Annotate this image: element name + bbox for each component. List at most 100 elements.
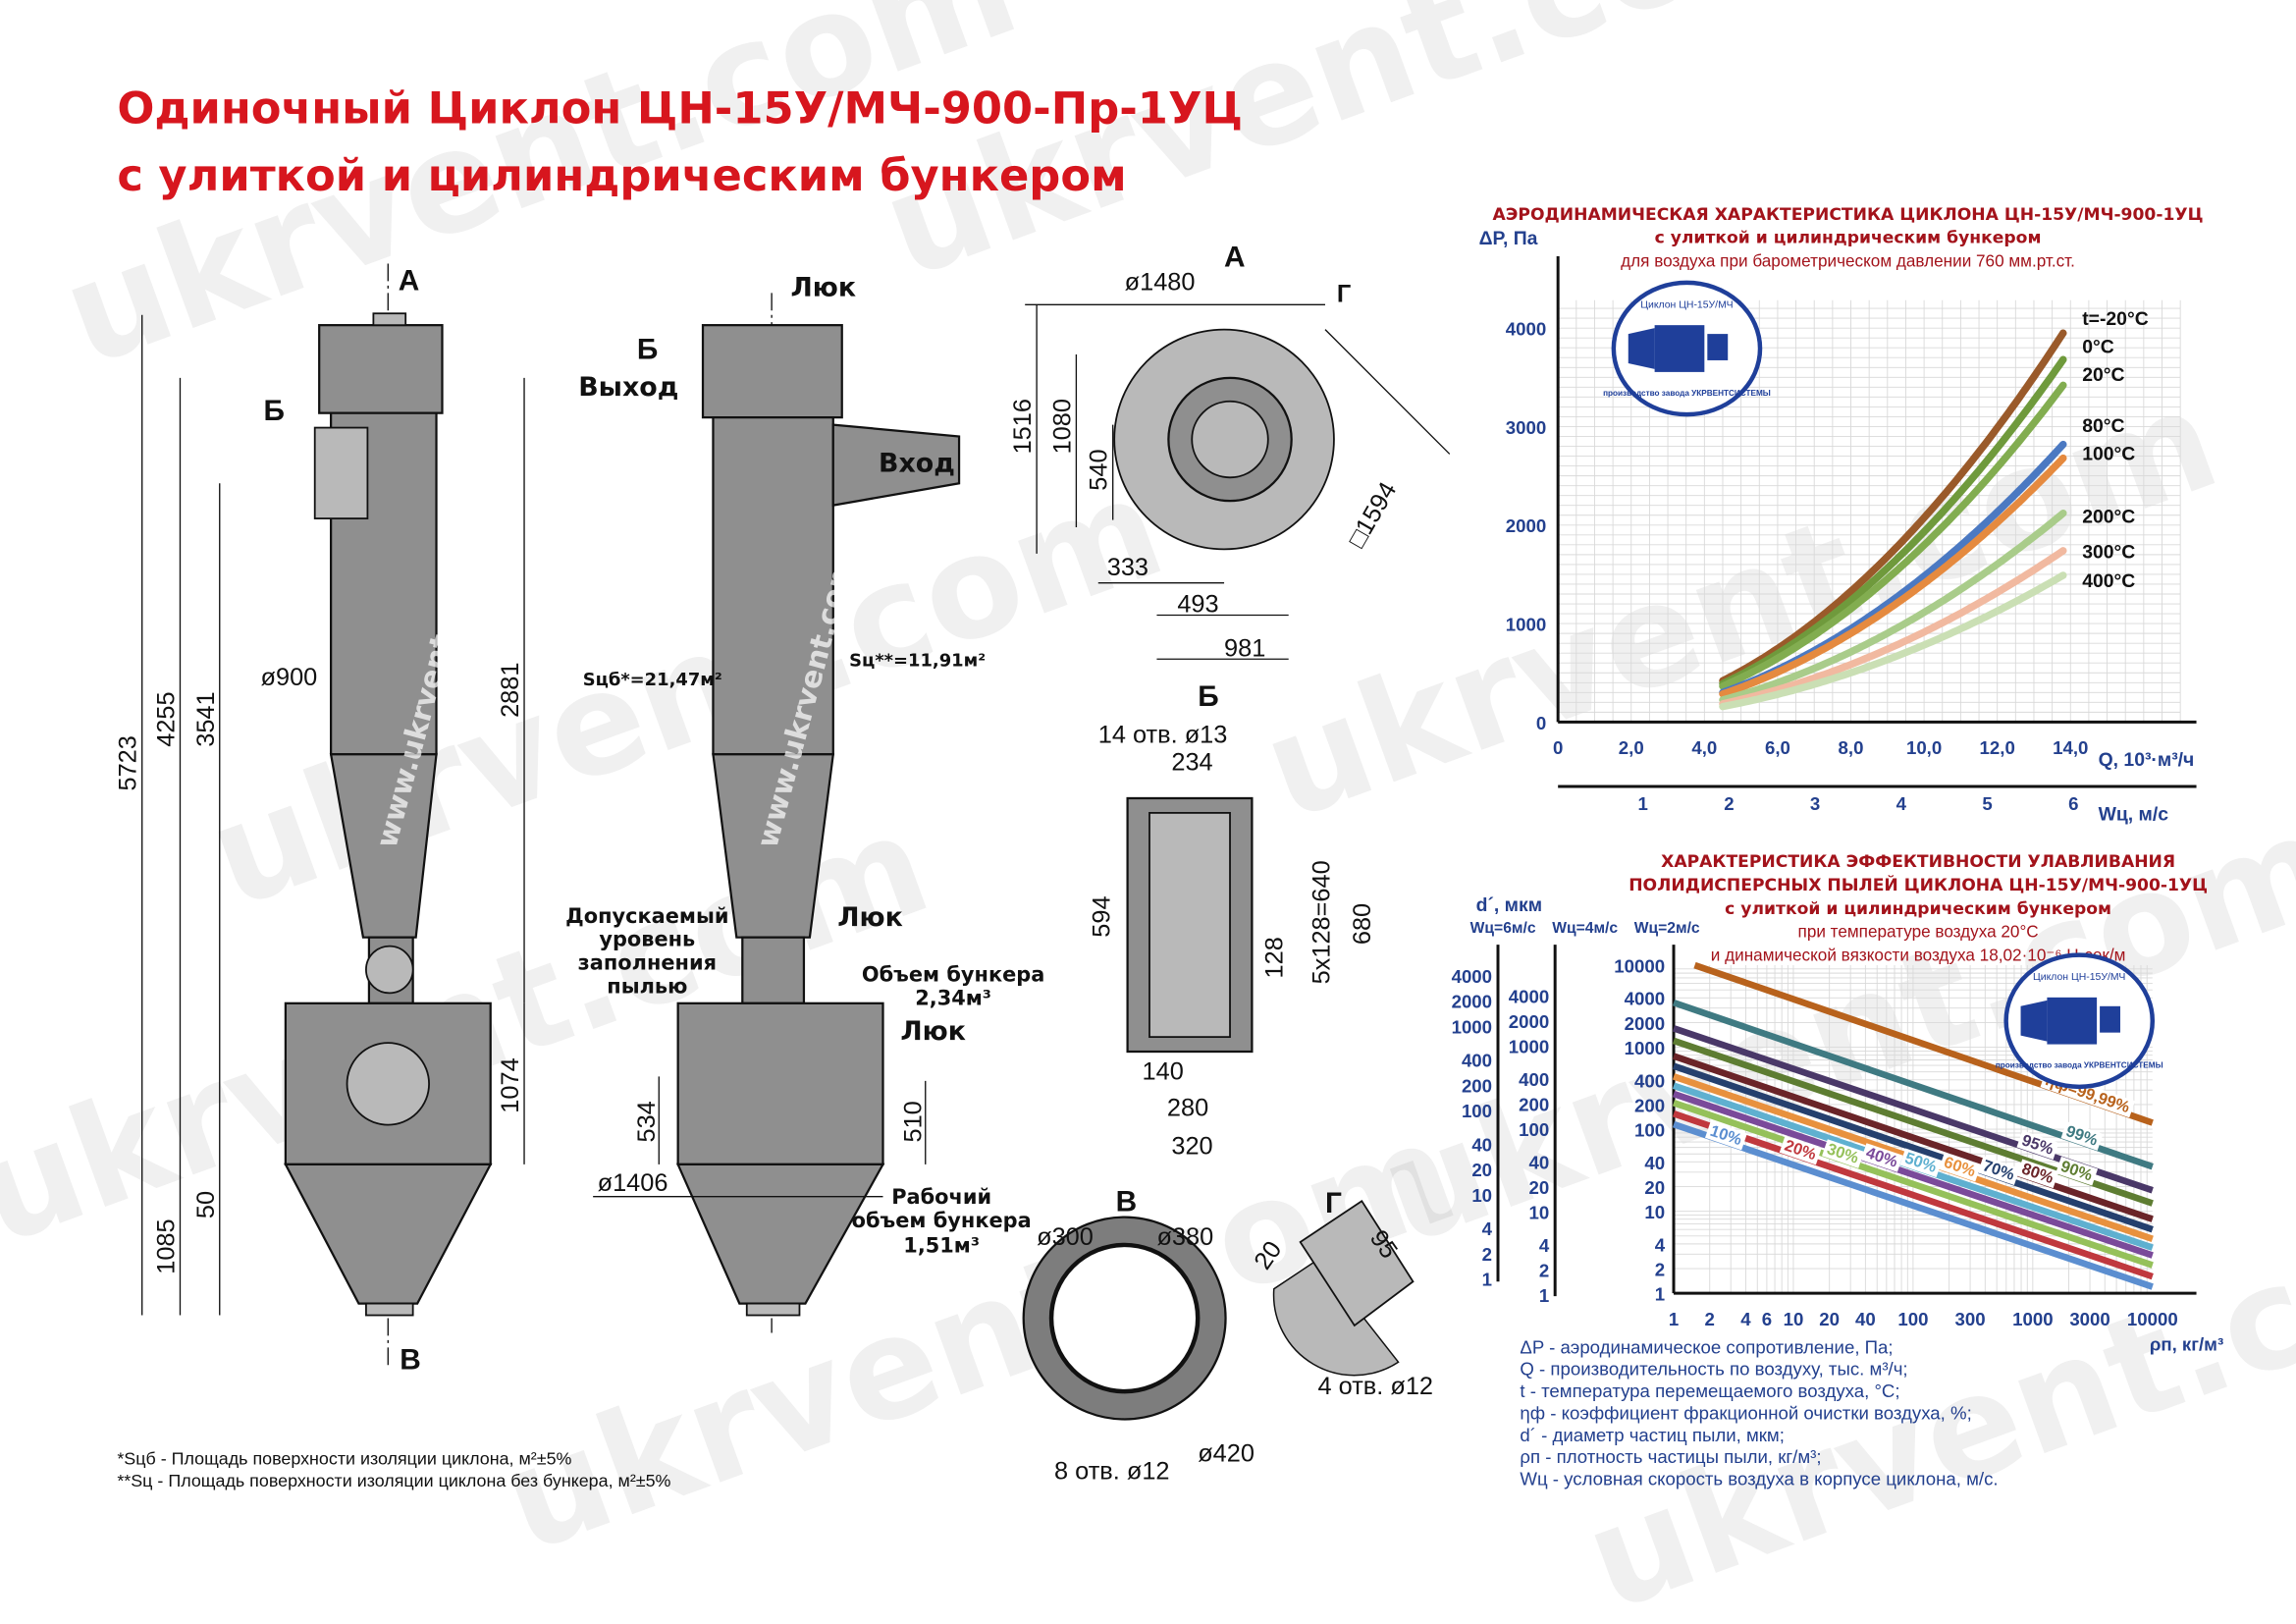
chart1-ylabel: ΔP, Па (1479, 228, 1538, 249)
curve-label: 0°С (2082, 336, 2114, 357)
dim-4255: 4255 (153, 691, 181, 746)
x-tick-label: 8,0 (1839, 737, 1864, 758)
dim-280: 280 (1167, 1095, 1208, 1122)
x-tick-label: 6 (1762, 1309, 1772, 1329)
view-a-mark-g: Г (1337, 280, 1351, 307)
stamp-text: Циклон ЦН-15У/МЧ (1640, 299, 1733, 310)
curve-400°С (1719, 571, 2067, 711)
label-bg (1899, 1148, 1943, 1178)
chart2-title2: ПОЛИДИСПЕРСНЫХ ПЫЛЕЙ ЦИКЛОНА ЦН-15У/МЧ-9… (1629, 874, 2208, 895)
x-tick-label: 4 (1740, 1309, 1751, 1329)
y-tick-label-w4: 1000 (1509, 1036, 1549, 1056)
dim-d300: ø300 (1037, 1223, 1094, 1251)
dim-534: 534 (633, 1101, 661, 1142)
dim-540: 540 (1086, 449, 1113, 490)
y-tick-label: 1000 (1506, 615, 1546, 635)
chart2-note1: при температуре воздуха 20°С (1798, 922, 2039, 942)
stamp-cyclone-icon (2020, 1000, 2048, 1042)
curve-300°С (1719, 547, 2067, 708)
chart2-subtitle: с улиткой и цилиндрическим бункером (1725, 899, 2111, 919)
legend-item: d´ - диаметр частиц пыли, мкм; (1520, 1425, 1785, 1445)
dim-d420: ø420 (1198, 1440, 1255, 1468)
x2-tick-label: 3 (1810, 793, 1820, 814)
dim-333: 333 (1107, 554, 1148, 581)
dim-1080: 1080 (1048, 399, 1076, 454)
label-8-holes: 8 отв. ø12 (1054, 1458, 1170, 1486)
y-tick-label-w4: 20 (1528, 1177, 1549, 1198)
x2-tick-label: 4 (1896, 793, 1907, 814)
label-dust-level-3: заполнения (578, 951, 717, 975)
footnote-1: *Sцб - Площадь поверхности изоляции цикл… (117, 1449, 571, 1469)
x-tick-label: 3000 (2069, 1309, 2109, 1329)
page-title-line1: Одиночный Циклон ЦН-15У/МЧ-900-Пр-1УЦ (117, 81, 1243, 134)
y-tick-label-w4: 200 (1519, 1095, 1549, 1115)
dim-493: 493 (1177, 591, 1218, 619)
label-outlet: Выход (578, 372, 678, 403)
label-bg (1860, 1143, 1903, 1172)
x2-tick-label: 1 (1638, 793, 1648, 814)
stamp-cyclone-icon (1628, 328, 1655, 369)
y-tick-label-w6: 4000 (1452, 966, 1492, 987)
line-label-group: 99% (2060, 1121, 2104, 1151)
line-label: 95% (2019, 1131, 2056, 1159)
label-dust-level-2: уровень (599, 928, 695, 951)
chart2-axis-w2: Wц=2м/с (1634, 920, 1700, 937)
y-tick-label-w2: 2 (1655, 1259, 1665, 1279)
dim-d1480: ø1480 (1125, 268, 1196, 296)
y-tick-label-w2: 10000 (1614, 955, 1665, 976)
y-tick-label-w2: 200 (1634, 1095, 1665, 1115)
view-a-drawing: А Г ø1480 1516 1080 540 333 493 981 □159… (1009, 241, 1451, 662)
dim-d1406: ø1406 (598, 1169, 668, 1197)
view-v-drawing: В ø300 ø380 8 отв. ø12 ø420 (1022, 1186, 1255, 1486)
label-hatch-mid: Люк (837, 902, 903, 933)
front-mark-v: В (400, 1344, 421, 1377)
x-tick-label: 1 (1669, 1309, 1679, 1329)
curve-200°С (1719, 509, 2067, 704)
x-tick-label: 2,0 (1619, 737, 1644, 758)
stamp-cyclone-icon (1654, 325, 1705, 372)
y-tick-label-w6: 2000 (1452, 992, 1492, 1012)
dim-320: 320 (1171, 1132, 1212, 1160)
label-bg (1705, 1120, 1747, 1151)
curve-label: 20°С (2082, 364, 2124, 386)
x-tick-label: 100 (1897, 1309, 1928, 1329)
y-tick-label: 2000 (1506, 515, 1546, 536)
label-area-full: Sцб*=21,47м² (583, 670, 722, 690)
label-4-holes: 4 отв. ø12 (1318, 1373, 1434, 1400)
view-a-mark: А (1224, 241, 1246, 273)
x-tick-label: 14,0 (2053, 737, 2088, 758)
line-80% (1672, 1053, 2154, 1222)
chart2-xlabel: ρп, кг/м³ (2150, 1333, 2223, 1354)
y-tick-label-w4: 1 (1539, 1285, 1549, 1306)
side-mark-b: Б (637, 333, 658, 365)
curve-label: t=-20°С (2082, 308, 2149, 330)
y-tick-label-w2: 4000 (1625, 989, 1665, 1009)
x-tick-label: 10 (1784, 1309, 1804, 1329)
x2-tick-label: 6 (2068, 793, 2078, 814)
y-tick-label-w4: 4 (1539, 1235, 1550, 1256)
y-tick-label-w6: 20 (1471, 1160, 1492, 1180)
x-tick-label: 0 (1553, 737, 1563, 758)
chart1-subtitle: с улиткой и цилиндрическим бункером (1655, 229, 2042, 248)
legend-item: ρп - плотность частицы пыли, кг/м³; (1520, 1446, 1821, 1467)
dim-5723: 5723 (115, 735, 142, 790)
x-tick-label: 20 (1819, 1309, 1840, 1329)
x-tick-label: 2 (1705, 1309, 1715, 1329)
label-work-volume-3: 1,51м³ (903, 1233, 980, 1257)
x-tick-label: 10,0 (1906, 737, 1942, 758)
dim-2881: 2881 (497, 663, 524, 718)
chart2-ylabel: d´, мкм (1476, 894, 1542, 916)
efficiency-chart: ХАРАКТЕРИСТИКА ЭФФЕКТИВНОСТИ УЛАВЛИВАНИЯ… (1452, 852, 2224, 1354)
stamp-cyclone-icon (2047, 997, 2098, 1045)
y-tick-label-w6: 100 (1462, 1101, 1492, 1121)
dim-d380: ø380 (1156, 1223, 1213, 1251)
y-tick-label-w6: 1000 (1452, 1016, 1492, 1037)
legend-item: t - температура перемещаемого воздуха, °… (1520, 1380, 1899, 1401)
label-hatch-top: Люк (791, 272, 857, 302)
dim-50: 50 (192, 1191, 220, 1218)
curve-label: 200°С (2082, 507, 2135, 528)
stamp-cyclone-icon (1707, 334, 1729, 360)
